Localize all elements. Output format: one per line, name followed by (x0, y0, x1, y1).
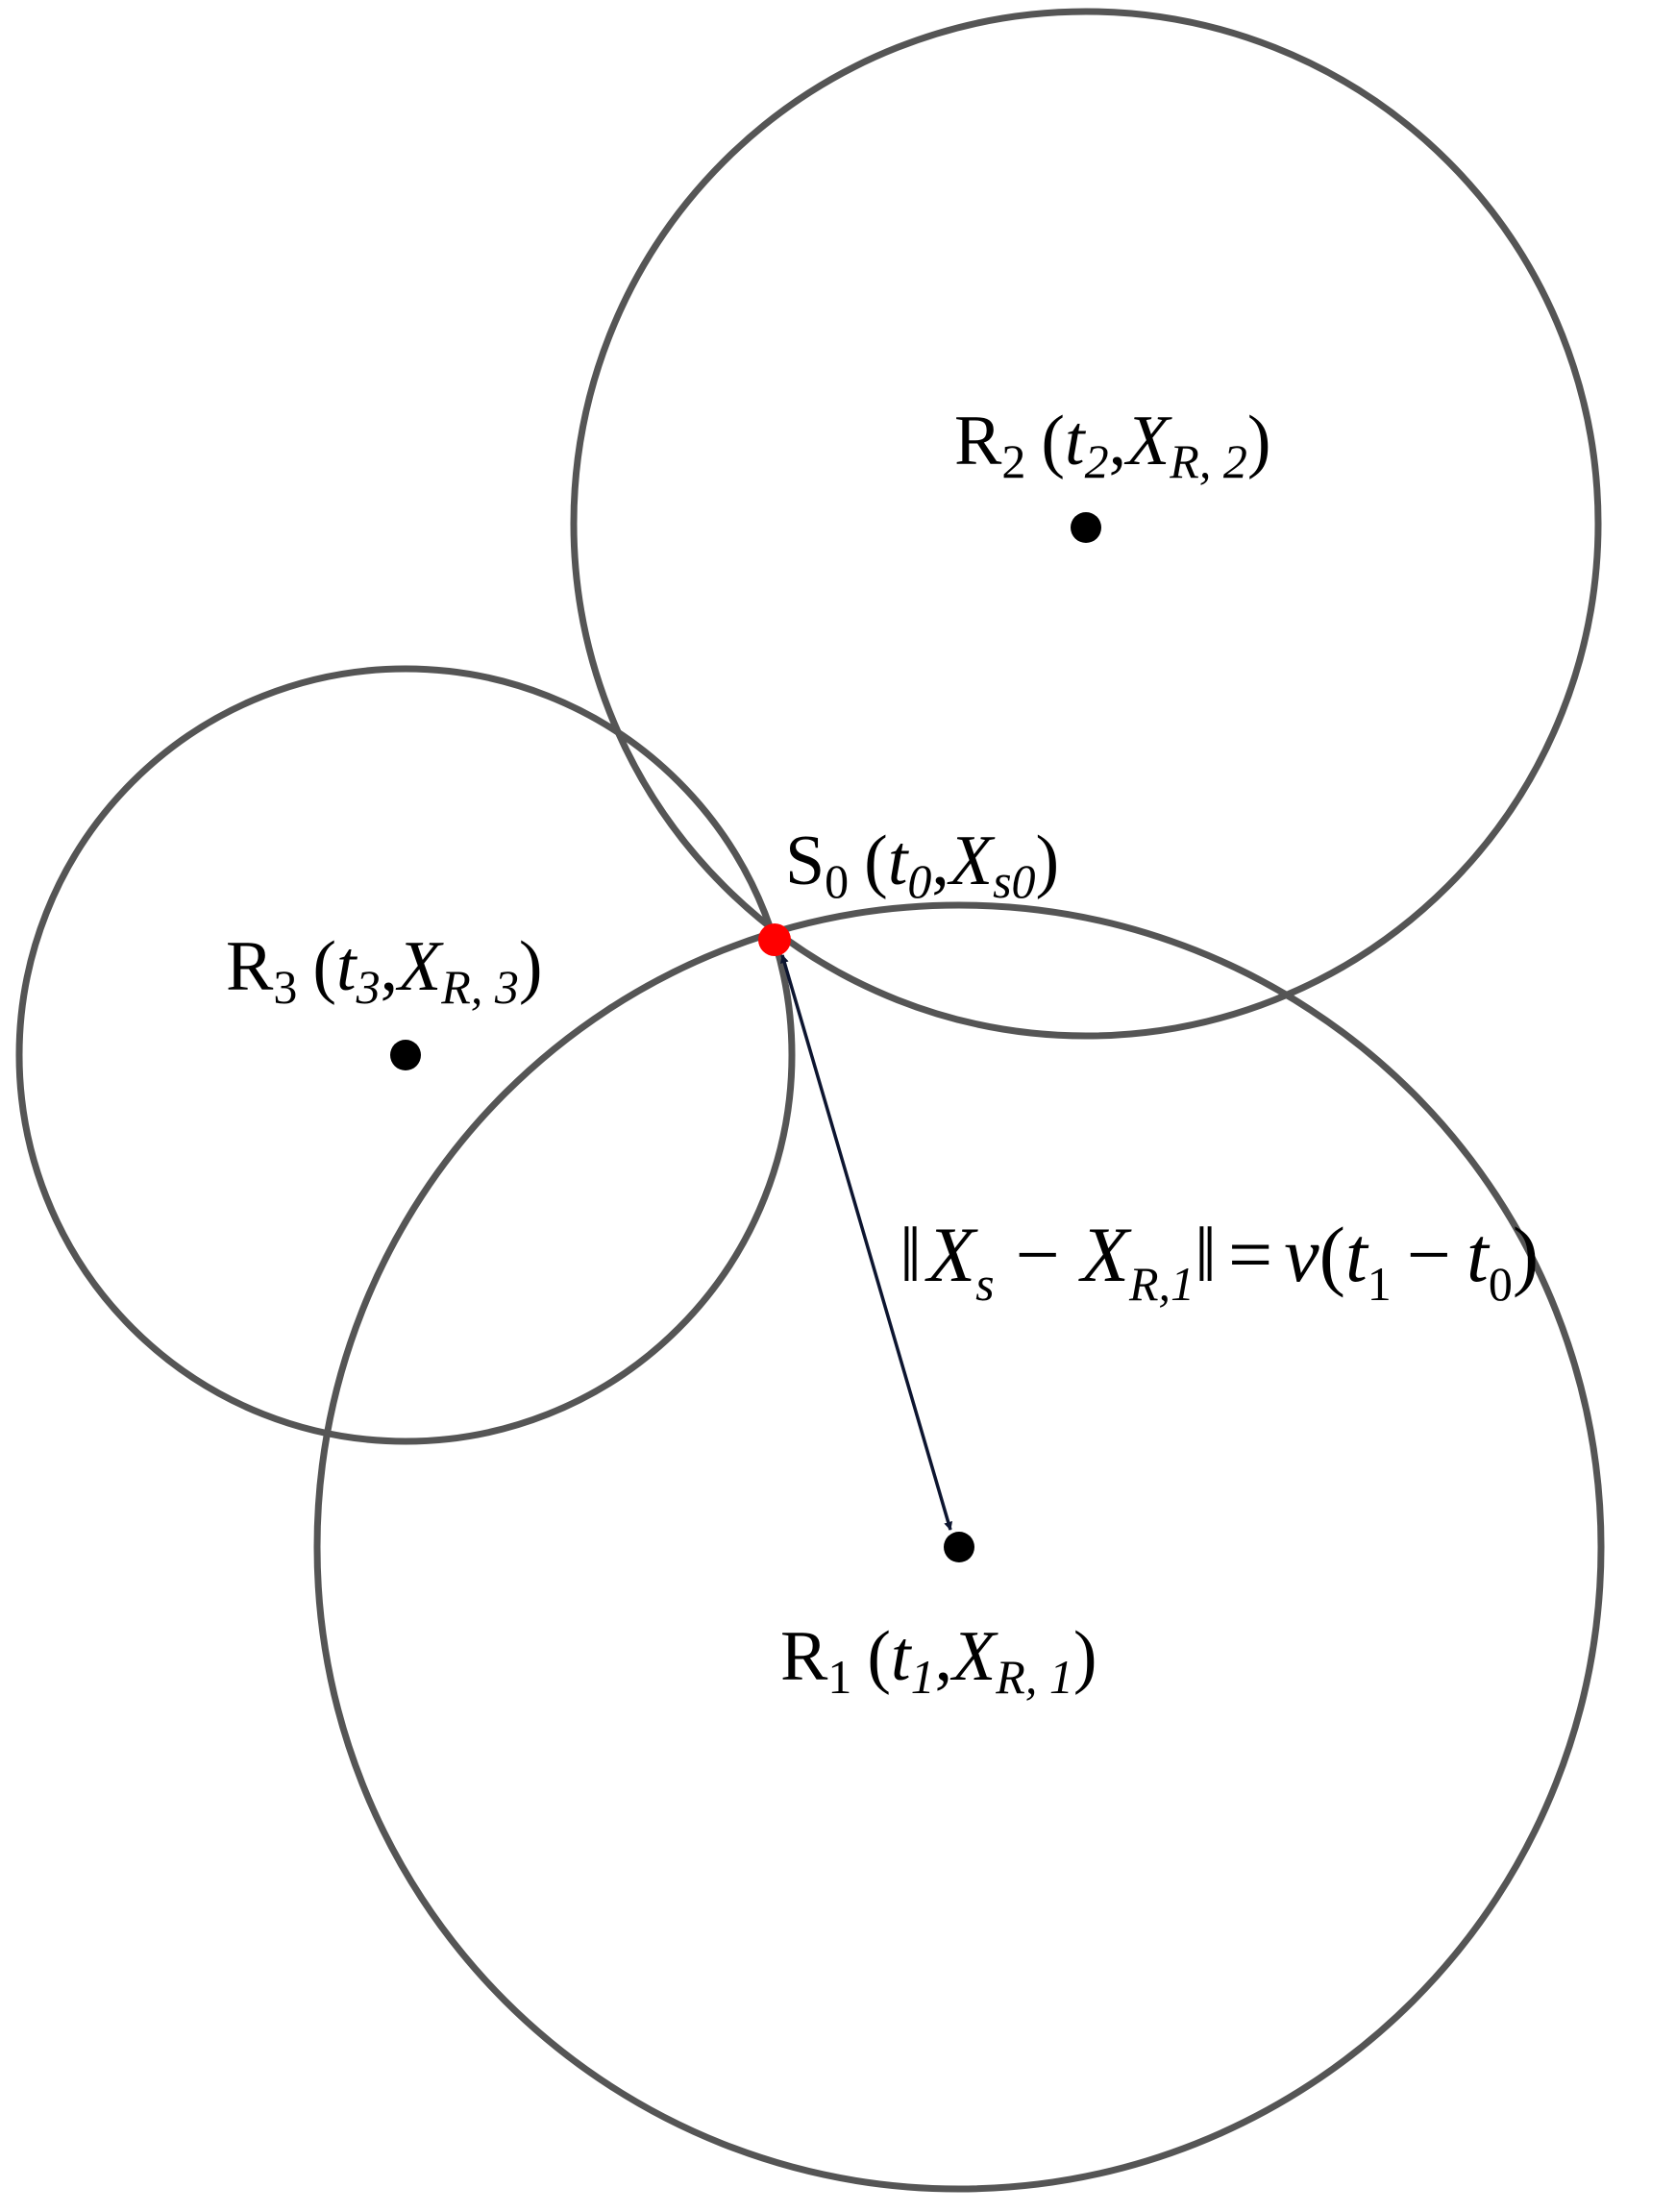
receiver-2-label: R2(t2,XR, 2) (954, 402, 1270, 488)
source-label: S0(t0,Xs0) (785, 822, 1059, 908)
distance-equation: ‖Xs−XR,1‖=v(t1−t0) (900, 1211, 1539, 1311)
receiver-1-circle (313, 901, 1605, 2193)
receiver-3-point (390, 1040, 421, 1070)
receiver-2-circle (570, 8, 1602, 1040)
receiver-3-label: R3(t3,XR, 3) (226, 927, 542, 1014)
receiver-1-point (944, 1532, 974, 1562)
distance-arrow (779, 954, 953, 1531)
receiver-2-point (1071, 512, 1101, 543)
source-point (758, 923, 791, 956)
receiver-1-label: R1(t1,XR, 1) (780, 1617, 1097, 1704)
